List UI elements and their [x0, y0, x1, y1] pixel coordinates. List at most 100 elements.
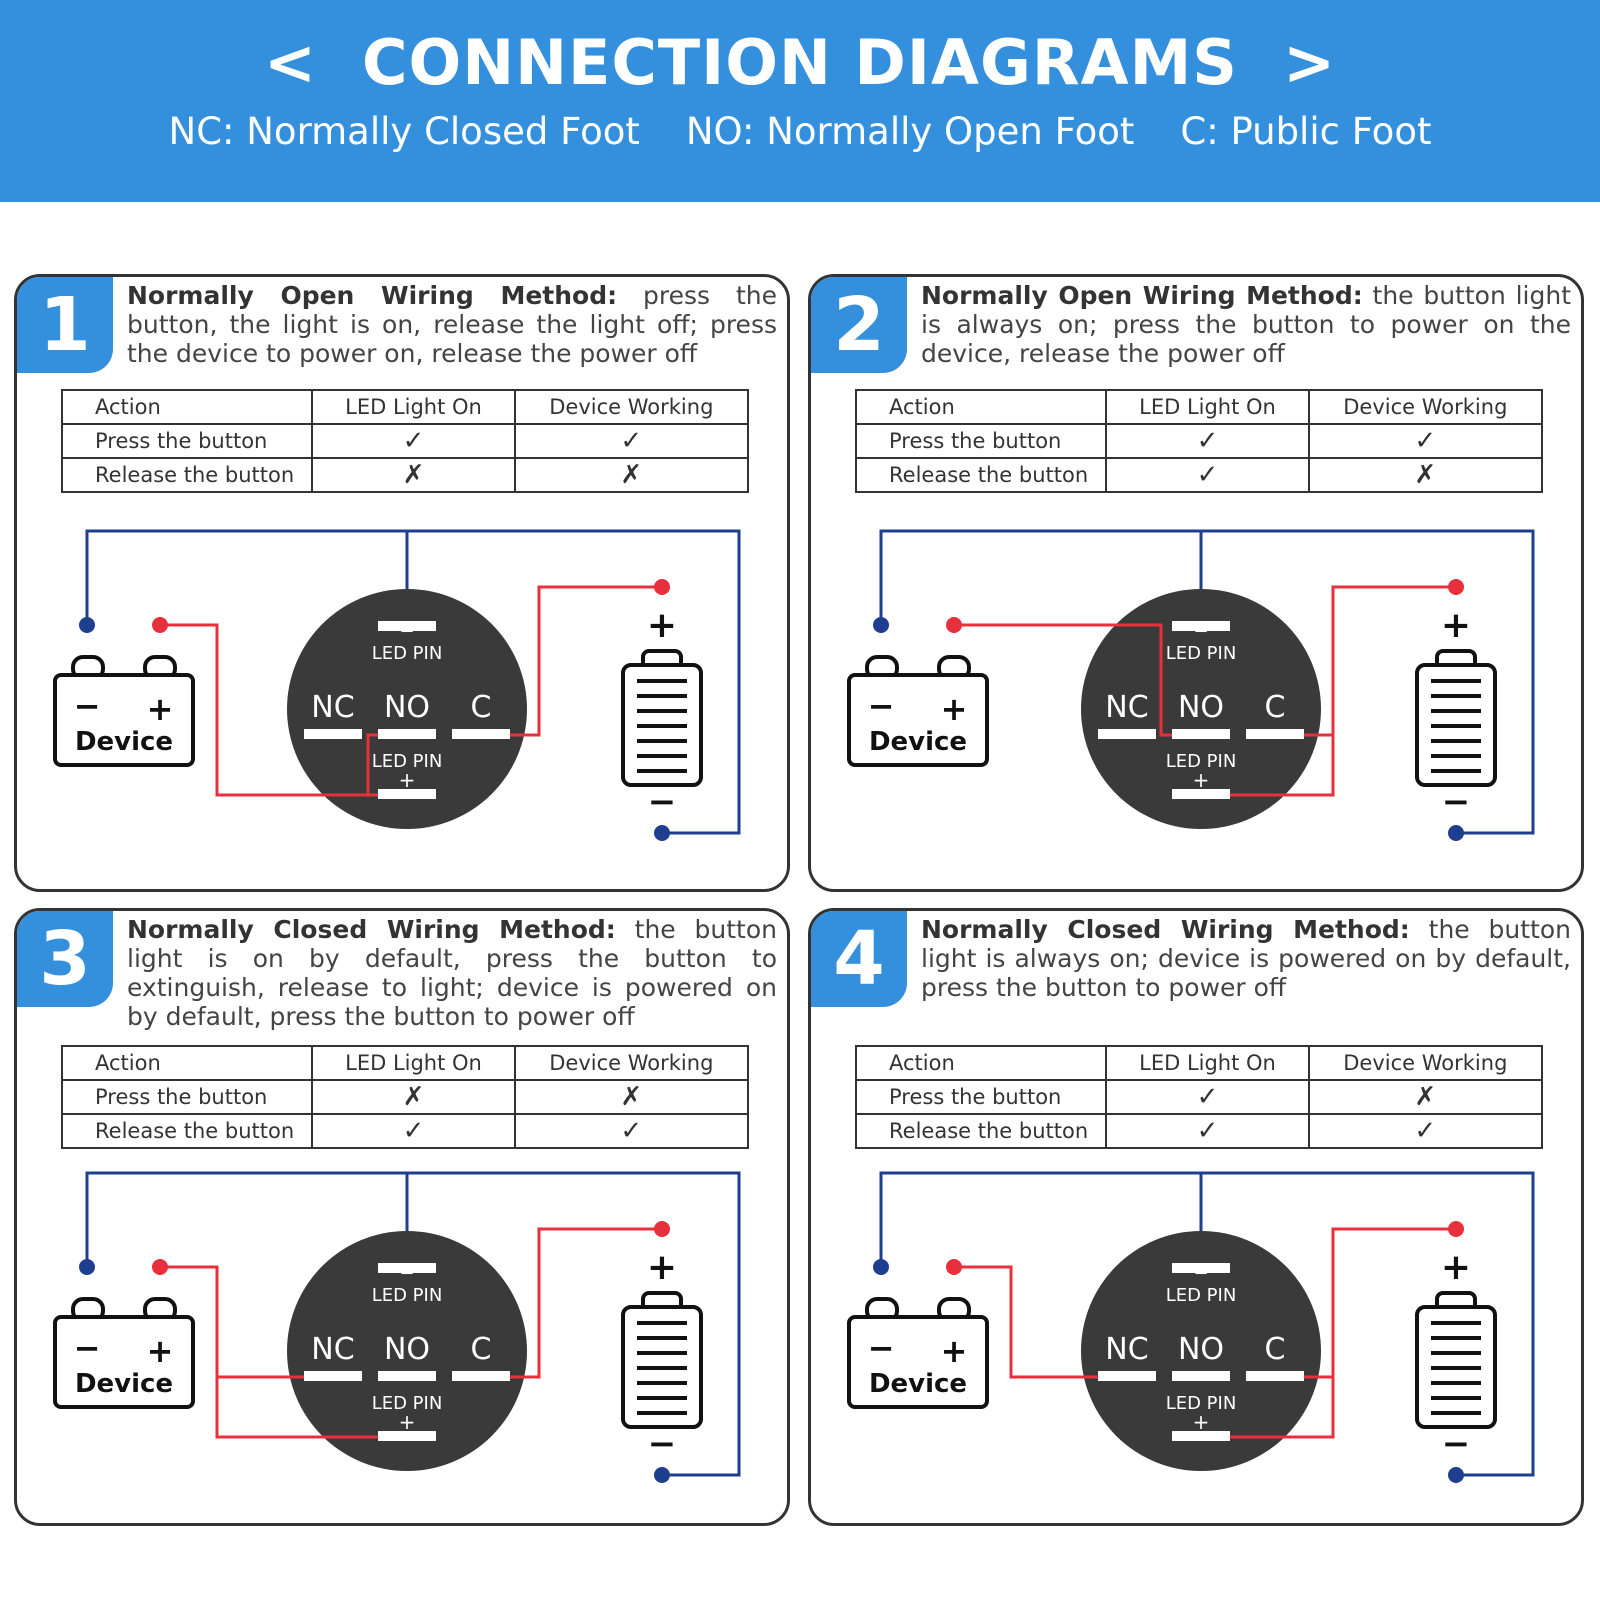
c-label: C [1265, 1332, 1286, 1367]
c-pin [1246, 1371, 1304, 1381]
led-to-c-wire [1230, 1377, 1335, 1439]
header-device: Device Working [1307, 389, 1544, 425]
battery-cell-line [637, 679, 687, 683]
no-label: NO [384, 690, 430, 725]
negative-wire [879, 529, 1535, 835]
battery-positive-terminal-dot [1448, 1221, 1464, 1237]
battery-cell-line [1431, 769, 1481, 773]
negative-wire [85, 1171, 741, 1477]
battery-cell-line [637, 754, 687, 758]
legend-no: NO: Normally Open Foot [685, 110, 1135, 153]
device-state-press: ✓ [513, 423, 750, 459]
device-state-press: ✗ [1307, 1079, 1544, 1115]
row-label-release: Release the button [60, 457, 314, 493]
c-pin-wire [510, 585, 662, 737]
led-pin-bottom-label: LED PIN [1166, 751, 1237, 772]
table-header-row: Action LED Light On Device Working [60, 1045, 750, 1081]
device-box [53, 673, 195, 767]
led-state-press: ✗ [311, 1079, 516, 1115]
led-plus-sign: + [399, 1410, 416, 1434]
battery-cell-line [637, 724, 687, 728]
row-label-press: Press the button [60, 1079, 314, 1115]
led-plus-sign: + [1193, 768, 1210, 792]
battery-cell-line [637, 769, 687, 773]
device-state-release: ✗ [513, 457, 750, 493]
battery-cell-line [637, 709, 687, 713]
method-text: press the button, the light is on, relea… [127, 281, 778, 368]
led-negative-pin [378, 1263, 436, 1273]
battery-cell-line [1431, 1351, 1481, 1355]
device-negative-terminal-dot [79, 1259, 95, 1275]
led-pin-top-label: LED PIN [1166, 1285, 1237, 1306]
wiring-panel-1: 1 Normally Open Wiring Method: press the… [14, 274, 790, 892]
battery-cell-line [637, 694, 687, 698]
battery-cell-line [637, 1351, 687, 1355]
led-negative-pin [378, 621, 436, 631]
battery-cell-line [1431, 754, 1481, 758]
header-device: Device Working [1307, 1045, 1544, 1081]
header-action: Action [854, 389, 1108, 425]
led-plus-sign: + [399, 768, 416, 792]
battery-positive-terminal-dot [1448, 579, 1464, 595]
panel-number-badge: 3 [17, 911, 113, 1007]
legend-nc: NC: Normally Closed Foot [168, 110, 640, 153]
device-negative-terminal-dot [79, 617, 95, 633]
led-state-press: ✓ [1105, 423, 1310, 459]
device-box [847, 1315, 989, 1409]
switch-body [287, 589, 527, 829]
header-device: Device Working [513, 389, 750, 425]
led-pin-bottom-label: LED PIN [1166, 1393, 1237, 1414]
row-label-press: Press the button [60, 423, 314, 459]
device-state-release: ✓ [1307, 1113, 1544, 1149]
led-state-release: ✓ [1105, 1113, 1310, 1149]
panel-description: Normally Open Wiring Method: press the b… [127, 281, 777, 368]
battery-cell-line [637, 1411, 687, 1415]
device-minus-sign: − [868, 687, 895, 725]
truth-table: Action LED Light On Device Working Press… [60, 389, 750, 493]
battery-negative-terminal-dot [1448, 1467, 1464, 1483]
device-plus-sign: + [941, 690, 968, 728]
device-minus-sign: − [868, 1329, 895, 1367]
panel-number-badge: 1 [17, 277, 113, 373]
led-state-press: ✓ [1105, 1079, 1310, 1115]
led-state-release: ✓ [1105, 457, 1310, 493]
row-label-release: Release the button [854, 1113, 1108, 1149]
switch-body [287, 1231, 527, 1471]
battery-negative-terminal-dot [654, 825, 670, 841]
negative-wire [879, 1171, 1535, 1477]
battery-minus-sign: − [648, 782, 677, 822]
battery-cell-line [1431, 694, 1481, 698]
table-row: Release the button ✗ ✗ [60, 457, 750, 493]
device-positive-terminal-dot [946, 1259, 962, 1275]
battery-cell-line [637, 1321, 687, 1325]
nc-pin [1098, 729, 1156, 739]
table-header-row: Action LED Light On Device Working [854, 1045, 1544, 1081]
device-label: Device [869, 1369, 967, 1399]
led-pin-top-label: LED PIN [1166, 643, 1237, 664]
no-pin [378, 1371, 436, 1381]
row-label-press: Press the button [854, 423, 1108, 459]
table-row: Release the button ✓ ✗ [854, 457, 1544, 493]
table-row: Release the button ✓ ✓ [854, 1113, 1544, 1149]
nc-label: NC [311, 690, 354, 725]
table-row: Release the button ✓ ✓ [60, 1113, 750, 1149]
method-text: the button light is always on; press the… [921, 281, 1572, 368]
battery-negative-terminal-dot [654, 1467, 670, 1483]
battery-cell-line [1431, 679, 1481, 683]
nc-pin [304, 729, 362, 739]
no-pin [378, 729, 436, 739]
battery-cell-line [637, 1366, 687, 1370]
battery-cell-line [1431, 1411, 1481, 1415]
table-row: Press the button ✓ ✓ [854, 423, 1544, 459]
header-led: LED Light On [1105, 1045, 1310, 1081]
device-to-nc-wire [954, 1265, 1098, 1379]
device-label: Device [869, 727, 967, 757]
method-text: the button light is on by default, press… [127, 915, 777, 1031]
device-state-release: ✓ [513, 1113, 750, 1149]
method-name: Normally Closed Wiring Method: [127, 915, 616, 944]
c-pin [1246, 729, 1304, 739]
header-led: LED Light On [311, 1045, 516, 1081]
c-pin-wire [1304, 585, 1456, 737]
